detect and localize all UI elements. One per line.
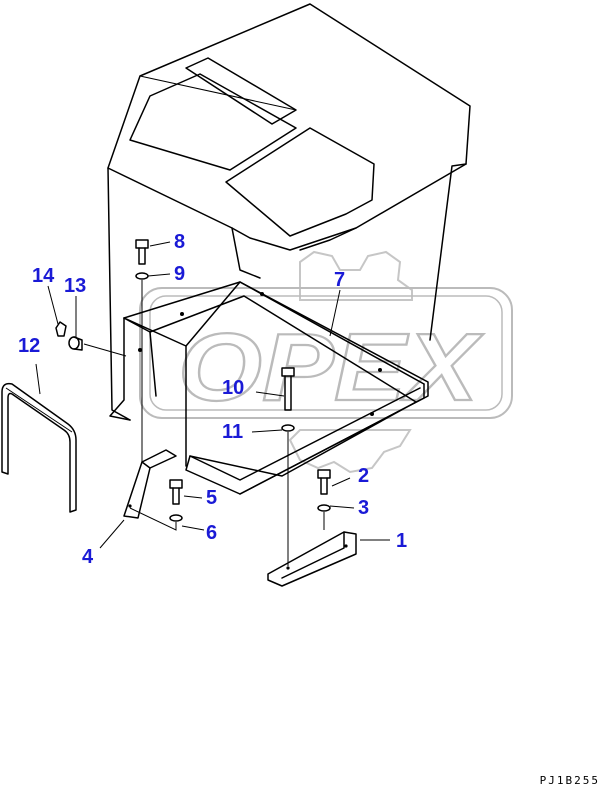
leader-lines (35, 241, 390, 549)
callout-13: 13 (64, 275, 86, 297)
callout-10: 10 (222, 377, 244, 399)
watermark-frame-outer (139, 287, 513, 419)
callout-12: 12 (18, 335, 40, 357)
bracket-1 (267, 531, 357, 587)
callout-8: 8 (174, 231, 185, 253)
callout-6: 6 (206, 522, 217, 544)
callout-11: 11 (222, 421, 243, 443)
callouts: 1 2 3 4 5 6 7 8 9 10 11 12 13 14 (18, 231, 407, 568)
clip-14 (55, 321, 67, 337)
cab-housing (107, 3, 471, 421)
callout-9: 9 (174, 263, 185, 285)
assembly-lines (83, 280, 325, 566)
callout-3: 3 (358, 497, 369, 519)
washer-11 (281, 424, 295, 432)
callout-4: 4 (82, 546, 94, 568)
handle-12 (1, 382, 77, 513)
washer-6 (169, 514, 183, 522)
bolt-10 (281, 367, 295, 411)
bracket-4 (123, 449, 177, 519)
cap-13 (68, 336, 83, 351)
bolt-8 (135, 239, 149, 265)
callout-14: 14 (32, 265, 55, 287)
watermark-logo: OPEX (139, 250, 513, 474)
washer-9 (135, 272, 149, 280)
watermark-gear (288, 250, 413, 474)
bolt-2 (317, 469, 331, 495)
washer-3 (317, 504, 331, 512)
callout-5: 5 (206, 487, 217, 509)
plate-7 (109, 281, 429, 495)
callout-2: 2 (358, 465, 369, 487)
drawing-code: PJ1B255 (540, 774, 600, 787)
watermark-frame-inner (149, 295, 503, 411)
callout-7: 7 (334, 269, 345, 291)
callout-1: 1 (396, 530, 407, 552)
bolt-5 (169, 479, 183, 505)
